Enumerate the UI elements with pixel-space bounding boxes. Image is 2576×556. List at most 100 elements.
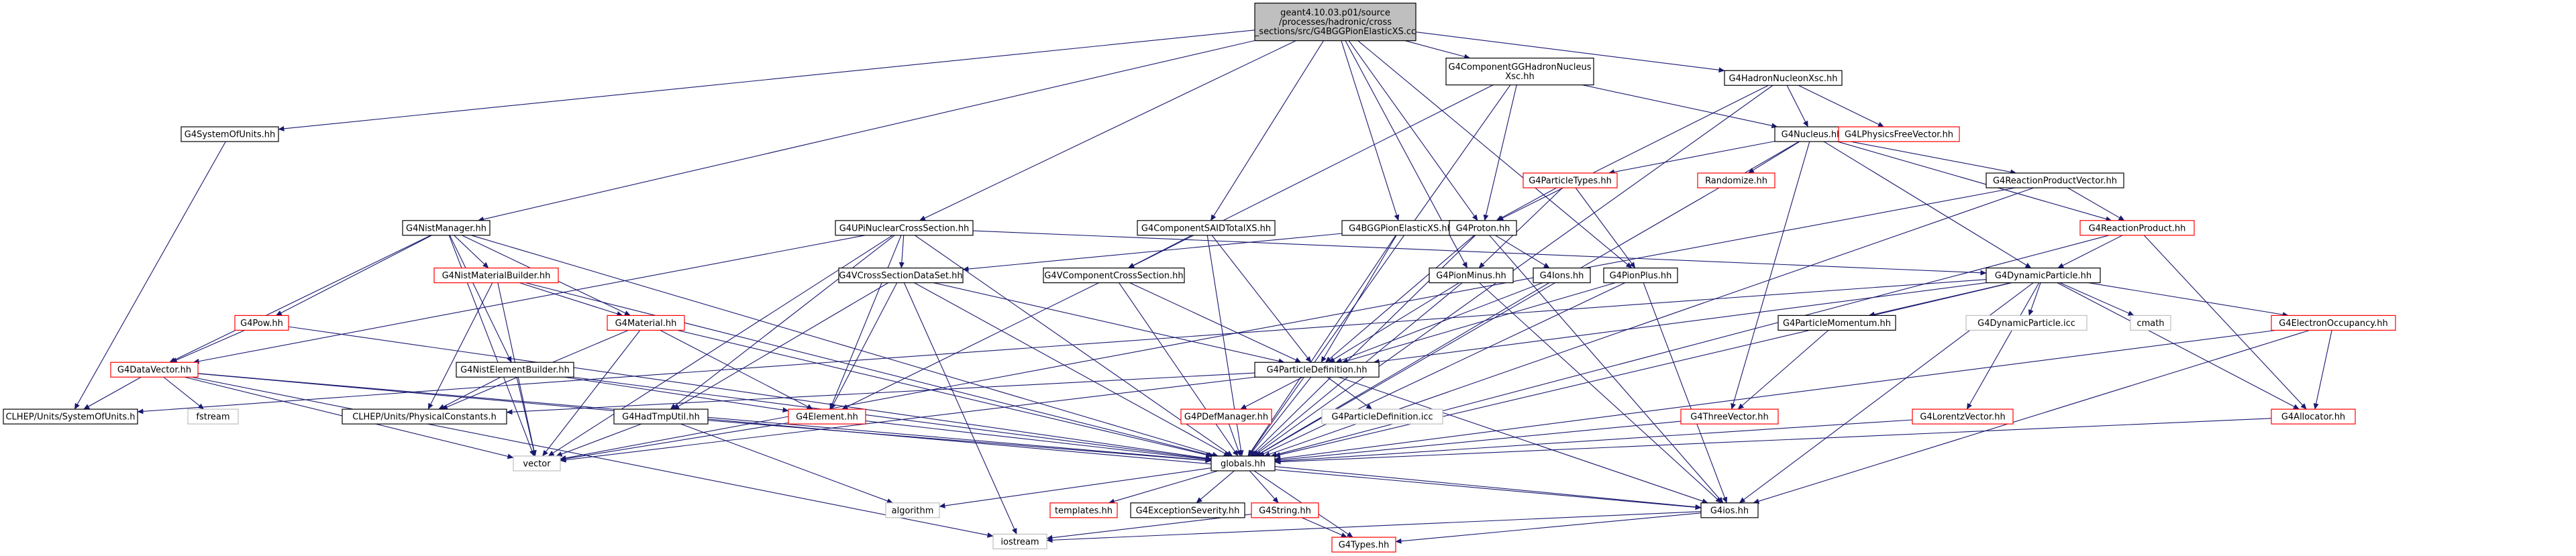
header-node[interactable]: globals.hh — [1210, 455, 1276, 471]
edge-n_vcsds-to-n_hadtmp — [673, 282, 889, 410]
edge-n_hadtmp-to-n_globals — [707, 420, 1212, 463]
edge-n_lorentz-to-n_globals — [1274, 419, 1913, 464]
node-box — [342, 408, 507, 425]
edge-n_pionplus-to-n_partdef — [1341, 282, 1616, 364]
header-node[interactable]: G4Types.hh — [1331, 537, 1396, 553]
edge-n_proton-to-n_ios — [1489, 235, 1724, 504]
node-label: G4Element.hh — [796, 412, 858, 423]
node-label: G4VCrossSectionDataSet.hh — [839, 271, 962, 281]
node-label: G4Ions.hh — [1540, 271, 1584, 281]
header-node[interactable]: G4ExceptionSeverity.hh — [1130, 502, 1245, 518]
header-node[interactable]: G4Material.hh — [607, 315, 685, 331]
node-label: G4ReactionProductVector.hh — [1993, 176, 2117, 186]
edge-n_compgg-to-n_globals — [1247, 85, 1511, 457]
node-label: templates.hh — [1055, 506, 1113, 516]
header-node[interactable]: CLHEP/Units/PhysicalConstants.h — [342, 408, 507, 425]
node-label: CLHEP/Units/SystemOfUnits.h — [5, 412, 135, 423]
edge-n_pionplus-to-n_ios — [1643, 282, 1728, 504]
header-node[interactable]: G4PionMinus.hh — [1429, 267, 1514, 284]
header-node[interactable]: G4DataVector.hh — [110, 362, 199, 378]
node-label: G4ios.hh — [1710, 506, 1749, 516]
header-node[interactable]: G4Allocator.hh — [2271, 408, 2356, 425]
header-node[interactable]: G4BGGPionElasticXS.hh — [1341, 220, 1460, 236]
edge-n_elecocc-to-n_allocator — [2313, 330, 2332, 410]
header-node[interactable]: G4NistMaterialBuilder.hh — [433, 267, 559, 284]
edge-n_pionminus-to-n_partdef — [1329, 282, 1459, 363]
header-node[interactable]: G4ReactionProductVector.hh — [1986, 172, 2124, 188]
node-label: G4NistElementBuilder.hh — [460, 366, 570, 376]
header-node[interactable]: G4ReactionProduct.hh — [2079, 220, 2195, 236]
header-node[interactable]: G4NistElementBuilder.hh — [456, 362, 574, 378]
node-box — [3, 408, 138, 425]
header-node[interactable]: G4LorentzVector.hh — [1912, 408, 2014, 425]
header-node[interactable]: G4ParticleDefinition.hh — [1254, 362, 1380, 378]
edge-n_string-to-n_types — [1302, 517, 1347, 538]
header-node[interactable]: G4Element.hh — [788, 408, 866, 425]
header-node[interactable]: G4HadronNucleonXsc.hh — [1724, 70, 1843, 86]
node-label: G4ParticleTypes.hh — [1529, 176, 1612, 186]
header-node[interactable]: G4ThreeVector.hh — [1680, 408, 1779, 425]
edge-n_material-to-n_globals — [677, 329, 1213, 457]
edge-n_ios-to-n_iostream — [1046, 511, 1702, 543]
edge-n_upinuc-to-n_vcsds — [898, 235, 905, 269]
node-box — [1210, 455, 1276, 471]
edge-n_parttypes-to-n_pionminus — [1478, 187, 1563, 268]
node-label: G4ParticleDefinition.hh — [1267, 366, 1368, 376]
header-node[interactable]: G4LPhysicsFreeVector.hh — [1838, 126, 1960, 142]
header-node: cmath — [2130, 315, 2171, 331]
header-node[interactable]: G4HadTmpUtil.hh — [613, 408, 709, 425]
header-node[interactable]: G4SystemOfUnits.hh — [181, 126, 279, 142]
node-box — [433, 267, 559, 284]
root-file-node: geant4.10.03.p01/source/processes/hadron… — [1254, 3, 1416, 42]
header-node[interactable]: G4ParticleTypes.hh — [1523, 172, 1618, 188]
edge-n_datavec-to-n_fstream — [163, 376, 205, 410]
node-box — [835, 220, 974, 236]
node-label: G4ElectronOccupancy.hh — [2279, 319, 2388, 329]
node-box — [1986, 267, 2101, 284]
header-node[interactable]: G4Proton.hh — [1449, 220, 1517, 236]
edge-root-to-n_upinuc — [919, 40, 1296, 221]
edge-n_vcsds-to-n_partdef — [933, 282, 1285, 364]
header-node[interactable]: G4String.hh — [1251, 502, 1319, 518]
node-box — [992, 533, 1047, 549]
node-box — [1700, 502, 1759, 518]
edge-n_dynpart-to-n_cmath — [2059, 282, 2134, 316]
header-node[interactable]: G4DynamicParticle.hh — [1986, 267, 2101, 284]
header-node[interactable]: G4ComponentSAIDTotalXS.hh — [1137, 220, 1276, 236]
edge-n_element-to-n_globals — [865, 421, 1212, 462]
header-node[interactable]: templates.hh — [1049, 502, 1118, 518]
node-box — [1838, 126, 1960, 142]
edge-n_dynpart-to-n_ios — [1739, 282, 2034, 504]
header-node: algorithm — [885, 502, 940, 518]
header-node[interactable]: G4VCrossSectionDataSet.hh — [838, 267, 964, 284]
edge-n_nistman-to-n_nistmatb — [454, 235, 489, 268]
edge-n_reacprodvec-to-n_vector — [560, 187, 2016, 461]
header-node: G4ParticleDefinition.icc — [1321, 408, 1443, 425]
edge-n_upinuc-to-n_globals — [915, 235, 1233, 457]
node-label: G4Types.hh — [1339, 541, 1390, 551]
header-node[interactable]: G4ParticleMomentum.hh — [1778, 315, 1896, 331]
header-node[interactable]: G4PDefManager.hh — [1180, 408, 1272, 425]
edge-n_pow-to-n_globals — [288, 326, 1212, 461]
node-box — [181, 126, 279, 142]
edge-root-to-n_sysunits — [278, 30, 1255, 131]
edge-n_nistelb-to-n_globals — [572, 376, 1212, 461]
node-box — [1137, 220, 1276, 236]
header-node[interactable]: G4UPiNuclearCrossSection.hh — [835, 220, 974, 236]
header-node[interactable]: G4VComponentCrossSection.hh — [1043, 267, 1185, 284]
header-node[interactable]: G4Ions.hh — [1533, 267, 1591, 284]
header-node[interactable]: G4ElectronOccupancy.hh — [2271, 315, 2396, 331]
header-node[interactable]: Randomize.hh — [1697, 172, 1775, 188]
header-node[interactable]: G4NistManager.hh — [402, 220, 491, 236]
header-node[interactable]: G4ios.hh — [1700, 502, 1759, 518]
header-node[interactable]: G4PionPlus.hh — [1603, 267, 1678, 284]
header-node[interactable]: G4Pow.hh — [234, 315, 289, 331]
node-label: G4Proton.hh — [1456, 223, 1510, 233]
node-label: G4NistManager.hh — [406, 223, 486, 233]
edge-n_vcsds-to-n_globals — [914, 282, 1230, 457]
header-node[interactable]: G4Nucleus.hh — [1774, 126, 1849, 142]
edge-n_compsaid-to-n_partdef — [1211, 235, 1312, 363]
node-label: G4PionMinus.hh — [1436, 271, 1506, 281]
header-node[interactable]: CLHEP/Units/SystemOfUnits.h — [3, 408, 138, 425]
